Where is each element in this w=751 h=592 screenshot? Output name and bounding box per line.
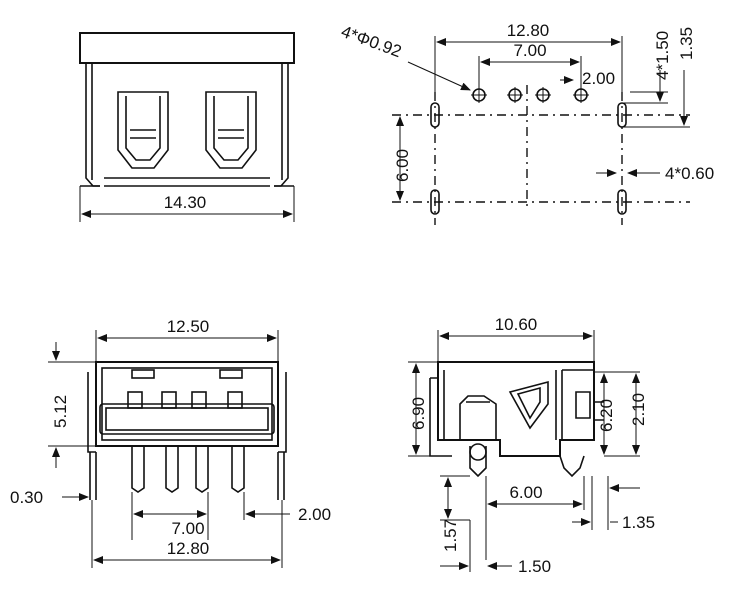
pcb-slot-offset-label: 1.35 — [677, 27, 696, 60]
top-view: 14.30 — [79, 32, 295, 222]
side-pin-depth-label: 1.57 — [441, 519, 460, 552]
side-view: 10.60 6.90 6.20 2.10 1.57 6.00 1.35 1.50 — [408, 315, 655, 576]
side-tab-height-label: 2.10 — [629, 393, 648, 426]
front-lead-pitch-label: 12.80 — [167, 539, 210, 558]
front-view: 12.50 5.12 0.30 7.00 2.00 12.80 — [10, 317, 331, 568]
pcb-overall-pitch-label: 12.80 — [507, 21, 550, 40]
pcb-slot-length-label: 4*1.50 — [653, 31, 672, 80]
side-height-label: 6.90 — [409, 397, 428, 430]
pcb-slot-width-label: 4*0.60 — [665, 164, 714, 183]
side-length-label: 10.60 — [495, 315, 538, 334]
front-pin-spacing-label: 2.00 — [298, 505, 331, 524]
front-width-label: 12.50 — [167, 317, 210, 336]
pcb-pin-spacing-label: 2.00 — [582, 69, 615, 88]
side-leg-spacing-label: 6.00 — [509, 483, 542, 502]
pcb-row-spacing-label: 6.00 — [393, 149, 412, 182]
pcb-layout-view: 12.80 7.00 2.00 4*Φ0.92 4*1.50 1.35 6.00… — [339, 21, 714, 225]
pcb-hole-callout: 4*Φ0.92 — [339, 22, 404, 61]
front-pin-width-label: 0.30 — [10, 488, 43, 507]
side-offset-b-label: 1.50 — [518, 557, 551, 576]
top-width-label: 14.30 — [164, 193, 207, 212]
pcb-signal-pitch-label: 7.00 — [513, 41, 546, 60]
side-offset-a-label: 1.35 — [622, 513, 655, 532]
front-signal-pitch-label: 7.00 — [171, 519, 204, 538]
front-height-label: 5.12 — [51, 395, 70, 428]
side-inner-height-label: 6.20 — [597, 399, 616, 432]
